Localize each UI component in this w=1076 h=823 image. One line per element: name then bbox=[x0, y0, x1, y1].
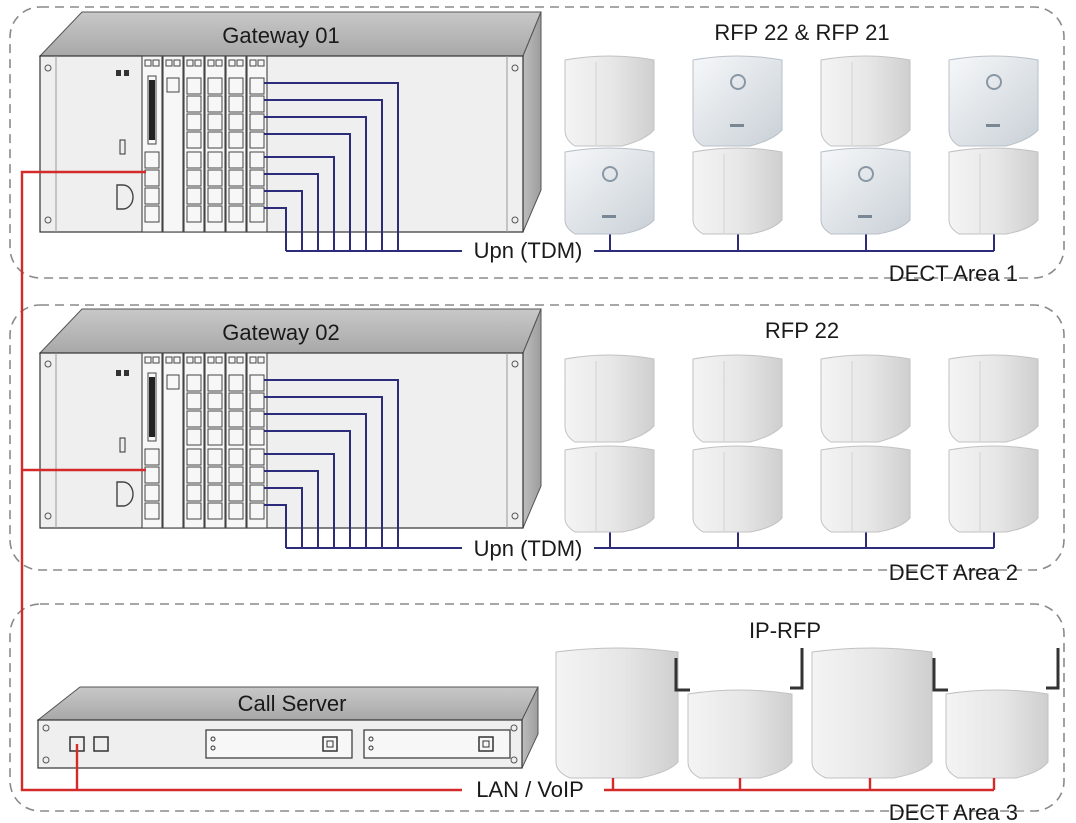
ip-rfp-group bbox=[555, 647, 1060, 779]
tdm-lines-area-1 bbox=[264, 82, 995, 252]
rfp-base-station bbox=[820, 445, 911, 533]
dect-area-2-label: DECT Area 2 bbox=[889, 560, 1018, 585]
rfp-base-station bbox=[820, 354, 911, 443]
lan-voip-label: LAN / VoIP bbox=[476, 777, 584, 802]
lan-port bbox=[93, 736, 109, 752]
tdm-lines-area-2 bbox=[264, 379, 995, 549]
gateway-01: Gateway 01 bbox=[38, 11, 542, 233]
rfp-label-area-1: RFP 22 & RFP 21 bbox=[714, 20, 889, 45]
rfp-base-station bbox=[692, 354, 783, 443]
rfp-base-station bbox=[948, 147, 1039, 235]
area-2-border bbox=[9, 304, 1065, 571]
ip-rfp-label: IP-RFP bbox=[749, 618, 821, 643]
ip-rfp-base-station bbox=[932, 648, 1060, 779]
antenna-icon bbox=[790, 648, 804, 690]
rfp-base-station bbox=[948, 55, 1039, 147]
rfp-base-station bbox=[692, 55, 783, 147]
dect-area-2: Gateway 02 Upn (TDM) R bbox=[9, 304, 1065, 585]
ip-rfp-base-station bbox=[674, 648, 804, 779]
call-server: Call Server bbox=[36, 686, 539, 769]
gateway-01-label: Gateway 01 bbox=[222, 23, 339, 48]
rfp-base-station bbox=[820, 55, 911, 147]
area-1-border bbox=[9, 6, 1065, 279]
rfp-base-station bbox=[564, 354, 655, 443]
drive-bay bbox=[205, 729, 353, 759]
ip-rfp-base-station bbox=[555, 647, 679, 779]
upn-tdm-label-area-1: Upn (TDM) bbox=[474, 238, 583, 263]
antenna-icon bbox=[1046, 648, 1060, 690]
rfp-group-area-1 bbox=[564, 55, 1039, 235]
gateway-02-label: Gateway 02 bbox=[222, 320, 339, 345]
drive-bay bbox=[363, 729, 511, 759]
rfp-base-station bbox=[948, 354, 1039, 443]
rfp-base-station bbox=[820, 147, 911, 235]
dect-area-3-label: DECT Area 3 bbox=[889, 800, 1018, 823]
dect-area-1: Gateway 01 Upn (TDM) R bbox=[9, 6, 1065, 286]
area-3-border bbox=[9, 603, 1065, 812]
rfp-base-station bbox=[692, 147, 783, 235]
rfp-base-station bbox=[564, 445, 655, 533]
lan-network-lines bbox=[20, 170, 996, 792]
rfp-base-station bbox=[692, 445, 783, 533]
gateway-02-card-slots bbox=[141, 352, 268, 529]
rfp-base-station bbox=[948, 445, 1039, 533]
ip-rfp-base-station bbox=[811, 647, 933, 779]
gateway-02: Gateway 02 bbox=[38, 308, 542, 529]
call-server-label: Call Server bbox=[238, 691, 347, 716]
upn-tdm-label-area-2: Upn (TDM) bbox=[474, 536, 583, 561]
dect-area-3: Call Server IP-RFP LAN / VoIP DECT Area bbox=[9, 603, 1065, 823]
dect-area-1-label: DECT Area 1 bbox=[889, 261, 1018, 286]
antenna-icon bbox=[932, 658, 948, 692]
gateway-01-card-slots bbox=[141, 55, 268, 233]
rfp-label-area-2: RFP 22 bbox=[765, 318, 839, 343]
rfp-base-station bbox=[564, 55, 655, 147]
rfp-group-area-2 bbox=[564, 354, 1039, 533]
rfp-base-station bbox=[564, 147, 655, 235]
antenna-icon bbox=[674, 658, 690, 692]
